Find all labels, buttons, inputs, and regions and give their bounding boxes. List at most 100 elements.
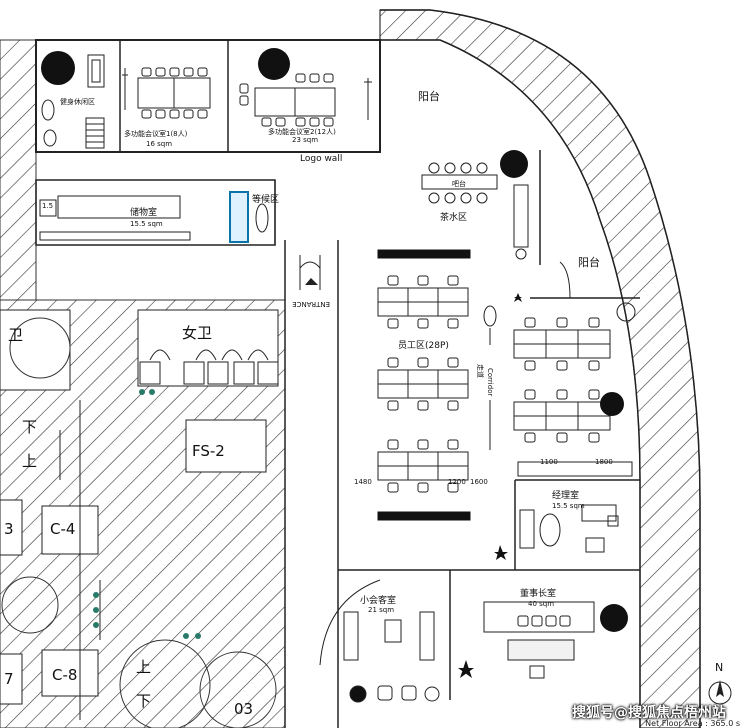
- balcony-right-label: 阳台: [578, 255, 600, 269]
- compass-north: N: [715, 661, 723, 674]
- plant-star-icon: [514, 293, 522, 302]
- bench: [377, 249, 471, 259]
- desk: [545, 343, 579, 359]
- chair: [524, 317, 536, 328]
- chair: [447, 275, 459, 286]
- stair-down-1: 下: [22, 418, 37, 436]
- chair: [417, 400, 429, 411]
- meeting1-chairs: [141, 67, 208, 119]
- tea-stools: [428, 162, 488, 204]
- meeting2-chairs: [239, 73, 334, 127]
- meeting2-area: 23 sqm: [292, 136, 318, 144]
- desk: [377, 465, 409, 481]
- chair: [387, 318, 399, 329]
- chair: [447, 439, 459, 450]
- desk: [513, 415, 547, 431]
- storage-label: 储物室: [130, 206, 157, 218]
- core-left-strip: [0, 39, 37, 301]
- desk: [437, 451, 469, 467]
- chair: [588, 389, 600, 400]
- chair: [417, 482, 429, 493]
- tea-label: 茶水区: [440, 211, 467, 223]
- meeting2-label: 多功能会议室2(12人): [268, 127, 336, 136]
- plant-icon: [600, 604, 628, 632]
- bench: [377, 511, 471, 521]
- chair: [556, 317, 568, 328]
- chair: [556, 360, 568, 371]
- corridor-en-label: Corridor: [486, 368, 494, 396]
- desk: [377, 369, 409, 385]
- chair: [417, 439, 429, 450]
- core-03-label: 03: [234, 700, 253, 718]
- compass-icon: [708, 680, 732, 705]
- plant-icon: [500, 150, 528, 178]
- chairman-area: 40 sqm: [528, 600, 554, 608]
- lounge-chairs: [349, 685, 440, 703]
- logo-wall-label: Logo wall: [300, 154, 342, 164]
- plant-icon: [258, 48, 290, 80]
- desk: [513, 343, 547, 359]
- net-floor-area: Net Floor Area : 365.0 s: [645, 719, 740, 728]
- desk: [407, 287, 439, 303]
- chair: [588, 360, 600, 371]
- chair: [524, 432, 536, 443]
- chairman-label: 董事长室: [520, 587, 556, 599]
- chair: [417, 275, 429, 286]
- plant-icon: [616, 302, 636, 322]
- chair: [387, 357, 399, 368]
- core-3-label: 3: [4, 520, 14, 538]
- manager-label: 经理室: [552, 489, 579, 501]
- desk: [513, 329, 547, 345]
- desk: [437, 465, 469, 481]
- core-c4-label: C-4: [50, 520, 75, 538]
- desk: [437, 287, 469, 303]
- desk: [437, 369, 469, 385]
- waiting-label: 等候区: [252, 193, 279, 205]
- chair: [447, 400, 459, 411]
- core-7-label: 7: [4, 670, 14, 688]
- wc-mark: 卫: [8, 326, 23, 344]
- desk: [545, 415, 579, 431]
- desk: [377, 287, 409, 303]
- chair: [447, 318, 459, 329]
- stair-up-1: 上: [22, 452, 37, 470]
- stair-up-2: 上: [136, 658, 151, 676]
- fs2-label: FS-2: [192, 442, 225, 460]
- meeting1-label: 多功能会议室1(8人): [124, 129, 188, 138]
- plant-star-icon: [494, 545, 508, 560]
- desk: [407, 383, 439, 399]
- desk: [377, 451, 409, 467]
- chair: [588, 432, 600, 443]
- small-reception-area: 21 sqm: [368, 606, 394, 614]
- desk: [407, 301, 439, 317]
- dim-1480: 1480: [354, 478, 372, 486]
- storage-area: 15.5 sqm: [130, 220, 163, 228]
- wc-fixtures: [139, 349, 279, 385]
- desk: [545, 329, 579, 345]
- desk: [377, 383, 409, 399]
- chair: [447, 357, 459, 368]
- curved-facade: [379, 9, 701, 728]
- balcony-top-label: 阳台: [418, 89, 440, 103]
- desk: [407, 465, 439, 481]
- chair: [417, 318, 429, 329]
- chair: [387, 482, 399, 493]
- dim-1600: 1600: [470, 478, 488, 486]
- small-reception-label: 小会客室: [360, 594, 396, 606]
- chair: [387, 400, 399, 411]
- desk: [407, 369, 439, 385]
- chair: [387, 439, 399, 450]
- desk: [545, 401, 579, 417]
- desk: [513, 401, 547, 417]
- chair: [524, 389, 536, 400]
- chair: [588, 317, 600, 328]
- chair: [556, 432, 568, 443]
- chair: [447, 482, 459, 493]
- desk: [577, 343, 611, 359]
- fixture-dots: [93, 389, 201, 639]
- chair: [524, 360, 536, 371]
- fitness-label: 健身休闲区: [60, 97, 95, 106]
- desk: [437, 301, 469, 317]
